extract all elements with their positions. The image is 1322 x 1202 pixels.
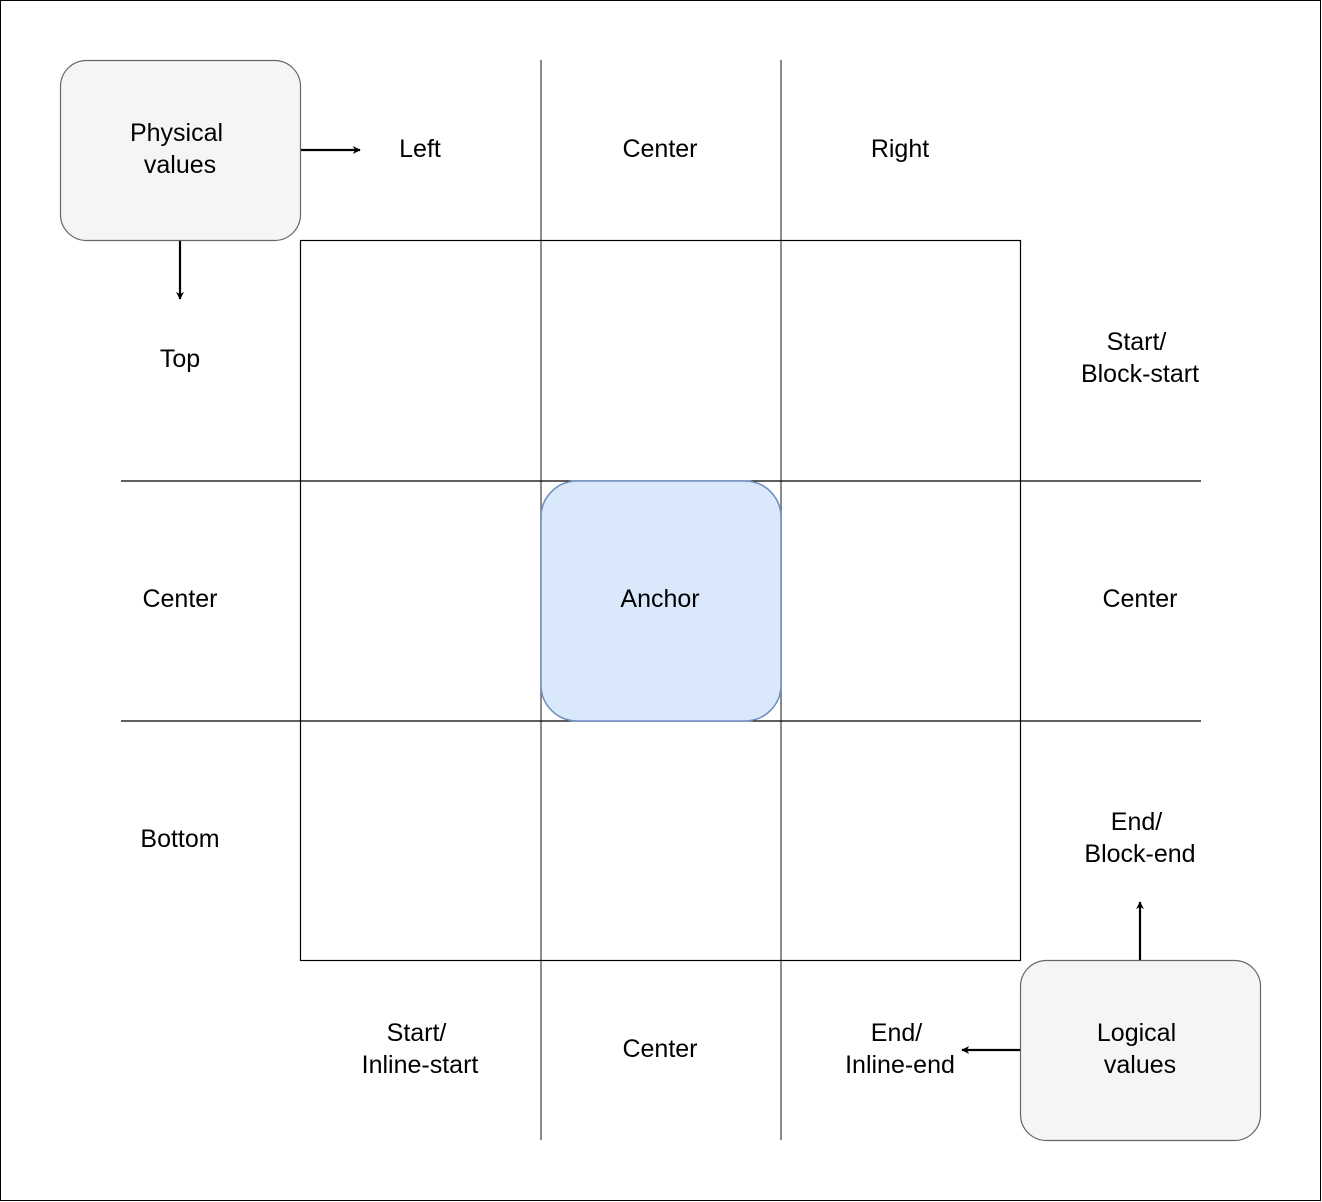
logical-row-center: Center xyxy=(1102,585,1177,613)
physical-values-line-1: Physical xyxy=(130,119,223,147)
logical-row-start-line-2: Block-start xyxy=(1081,360,1199,388)
physical-row-center: Center xyxy=(142,585,217,613)
anchor-box xyxy=(540,480,782,722)
physical-row-top: Top xyxy=(160,345,200,373)
logical-column-start-line-2: Inline-start xyxy=(362,1051,479,1079)
physical-column-center: Center xyxy=(622,135,697,163)
logical-column-start-line-1: Start/ xyxy=(387,1019,447,1047)
logical-column-center: Center xyxy=(622,1035,697,1063)
physical-row-bottom: Bottom xyxy=(140,825,219,853)
logical-column-end-line-1: End/ xyxy=(871,1019,922,1047)
physical-column-left: Left xyxy=(399,135,441,163)
physical-values-line-2: values xyxy=(144,151,216,179)
physical-column-right: Right xyxy=(871,135,929,163)
physical-values-box xyxy=(59,59,302,242)
logical-row-end-line-2: Block-end xyxy=(1084,840,1195,868)
logical-column-end: End/ Inline-end xyxy=(845,1019,955,1079)
logical-values-line-2: values xyxy=(1104,1051,1176,1079)
logical-row-end-line-1: End/ xyxy=(1111,808,1162,836)
logical-column-end-line-2: Inline-end xyxy=(845,1051,955,1079)
logical-row-end: End/ Block-end xyxy=(1084,808,1195,868)
logical-values-box xyxy=(1019,959,1262,1142)
logical-row-start: Start/ Block-start xyxy=(1081,328,1199,388)
logical-values-line-1: Logical xyxy=(1097,1019,1176,1047)
anchor-label: Anchor xyxy=(620,585,699,613)
logical-row-start-line-1: Start/ xyxy=(1107,328,1167,356)
containing-block-grid xyxy=(299,239,1022,962)
physical-values-label: Physical values xyxy=(130,119,230,179)
logical-column-start: Start/ Inline-start xyxy=(362,1019,479,1079)
logical-values-label: Logical values xyxy=(1097,1019,1183,1079)
